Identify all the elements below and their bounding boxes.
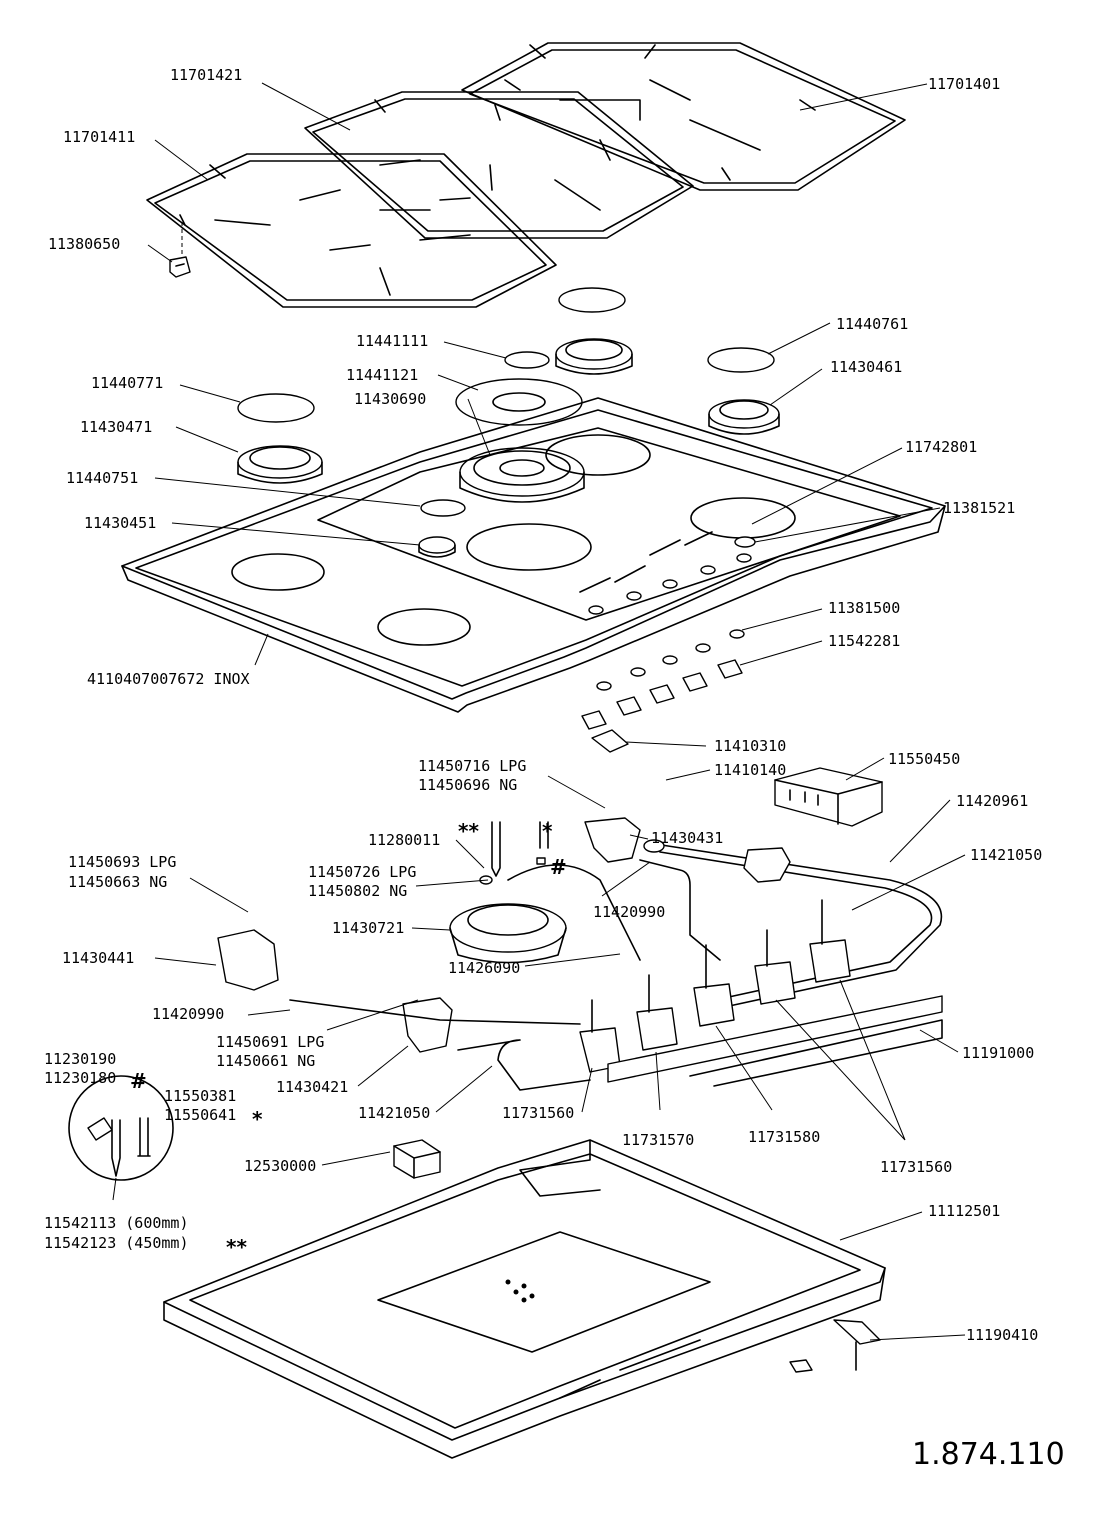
label-grid-left: 11701411 <box>63 128 135 146</box>
label-grid-middle: 11701421 <box>170 66 242 84</box>
base-tray-drawing <box>163 1139 886 1459</box>
knobs-drawing <box>581 629 745 730</box>
label-clip-panel: 11742801 <box>905 438 977 456</box>
hash-mark-thermo-b: # <box>130 1069 147 1093</box>
label-burner-wok: 11430690 <box>354 390 426 408</box>
grid-foot-drawing <box>169 222 191 278</box>
leader-lines <box>112 82 966 1341</box>
label-bracket: 11190410 <box>966 1326 1038 1344</box>
label-ignition-cable-a: 11542113 (600mm) <box>44 1214 189 1232</box>
label-cap-left: 11440771 <box>91 374 163 392</box>
hob-top-drawing <box>121 397 946 713</box>
label-grid-right: 11701401 <box>928 75 1000 93</box>
label-electrode-b: 11550641 <box>164 1106 236 1124</box>
double-star-mark-cable-b: ** <box>226 1235 247 1259</box>
label-injector-ng-3: 11450802 NG <box>308 882 407 900</box>
label-wok-base: 11430721 <box>332 919 404 937</box>
label-spark-gen: 11550450 <box>888 750 960 768</box>
label-burner-base-2: 11430441 <box>62 949 134 967</box>
label-hob-top: 4110407007672 INOX <box>87 670 250 688</box>
label-ignition-cable-b: 11542123 (450mm) <box>44 1234 189 1252</box>
label-burner-left: 11430471 <box>80 418 152 436</box>
label-thermo-a: 11230190 <box>44 1050 116 1068</box>
label-pipe-5: 11420990 <box>152 1005 224 1023</box>
label-cap-right: 11440761 <box>836 315 908 333</box>
label-injector-lpg-4: 11450691 LPG <box>216 1033 324 1051</box>
hash-mark-thermocouple: # <box>550 855 567 879</box>
label-injector-ng-4: 11450661 NG <box>216 1052 315 1070</box>
label-connector: 12530000 <box>244 1157 316 1175</box>
label-valve-3: 11731580 <box>748 1128 820 1146</box>
label-burner-base-3: 11430421 <box>276 1078 348 1096</box>
label-thermo-b: 11230180 <box>44 1069 116 1087</box>
label-valve-2: 11731570 <box>622 1131 694 1149</box>
label-injector-lpg-1: 11450716 LPG <box>418 757 526 775</box>
label-gasket-top: 11381521 <box>943 499 1015 517</box>
label-pipe-6: 11421050 <box>358 1104 430 1122</box>
grid-middle-drawing <box>304 91 694 239</box>
label-cap-small: 11440751 <box>66 469 138 487</box>
label-burner-right: 11430461 <box>830 358 902 376</box>
connector-drawing <box>393 1139 441 1179</box>
label-grid-foot: 11380650 <box>48 235 120 253</box>
label-valve-4: 11731560 <box>880 1158 952 1176</box>
star-mark-electrode: * <box>542 819 553 843</box>
burner-caps-drawing <box>237 287 775 517</box>
drawing-number: 1.874.110 <box>912 1437 1065 1472</box>
label-pipe-4: 11426090 <box>448 959 520 977</box>
symbol-marks: ** * # # * ** <box>130 819 567 1259</box>
ignition-detail-drawing <box>68 1075 174 1181</box>
double-star-mark-injector: ** <box>458 819 479 843</box>
label-knob: 11542281 <box>828 632 900 650</box>
label-pipe-main: 11420961 <box>956 792 1028 810</box>
label-thermocouple-tip: 11280011 <box>368 831 440 849</box>
label-burner-base-1: 11430431 <box>651 829 723 847</box>
label-pipe-2: 11421050 <box>970 846 1042 864</box>
label-gasket-knob: 11381500 <box>828 599 900 617</box>
label-injector-lpg-3: 11450726 LPG <box>308 863 416 881</box>
label-burner-small: 11430451 <box>84 514 156 532</box>
star-mark-electrode-b: * <box>252 1107 263 1131</box>
label-elbow: 11410310 <box>714 737 786 755</box>
label-seal: 11410140 <box>714 761 786 779</box>
part-labels: 11701401 11701421 11701411 11380650 1144… <box>44 66 1042 1344</box>
label-injector-ng-1: 11450696 NG <box>418 776 517 794</box>
grid-left-drawing <box>146 153 557 308</box>
label-ring-wok: 11441121 <box>346 366 418 384</box>
label-base-tray: 11112501 <box>928 1202 1000 1220</box>
label-injector-ng-2: 11450663 NG <box>68 873 167 891</box>
label-electrode-a: 11550381 <box>164 1087 236 1105</box>
label-valve-1: 11731560 <box>502 1104 574 1122</box>
label-injector-lpg-2: 11450693 LPG <box>68 853 176 871</box>
label-cap-aux: 11441111 <box>356 332 428 350</box>
gas-circuit-drawing <box>217 729 943 1091</box>
burner-heads-drawing <box>237 338 780 558</box>
grid-right-drawing <box>461 42 906 191</box>
label-rail: 11191000 <box>962 1044 1034 1062</box>
label-pipe-3: 11420990 <box>593 903 665 921</box>
